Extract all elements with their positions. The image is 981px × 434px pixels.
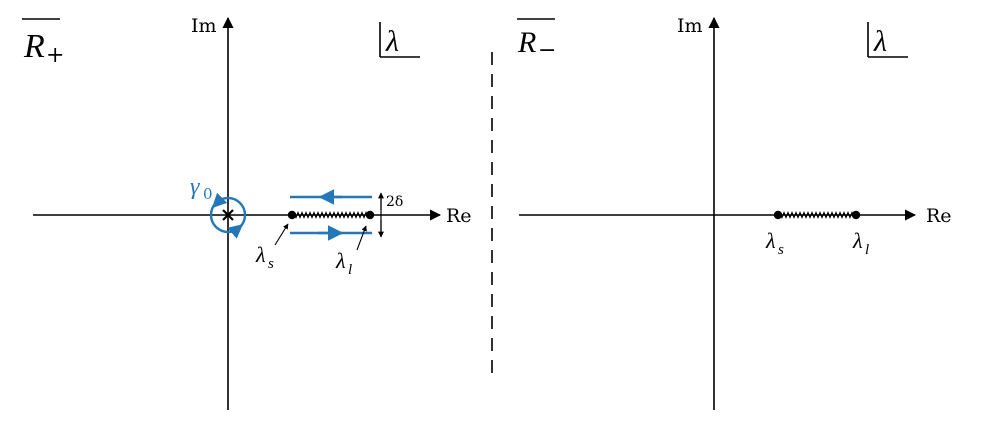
right-point-s — [773, 210, 783, 220]
contour-gamma0-subscript: 0 — [203, 185, 213, 203]
contour-gamma0-label: γ — [190, 174, 200, 200]
left-axis-re-label: Re — [446, 205, 472, 227]
right-plane-symbol: λ — [873, 25, 887, 58]
contour-gamma0 — [209, 192, 247, 239]
left-point-s — [287, 210, 297, 220]
left-plane-marker: λ — [379, 22, 420, 58]
left-label-lambda-s-sub: s — [268, 256, 274, 272]
right-branch-cut — [777, 211, 857, 219]
left-region-subscript: + — [46, 43, 64, 68]
left-label-lambda-s: λ — [255, 242, 266, 267]
right-label-lambda-l: λ — [852, 228, 863, 253]
left-region-label: R + — [22, 18, 64, 68]
left-axis-im-label: Im — [191, 15, 217, 37]
right-point-l — [851, 210, 861, 220]
left-panel: R + λ Re Im γ 0 — [22, 15, 472, 410]
left-plane-symbol: λ — [385, 25, 399, 58]
right-axis-im-label: Im — [677, 15, 703, 37]
left-region-letter: R — [23, 28, 45, 65]
right-panel: R − λ Re Im λ s λ l — [517, 15, 952, 410]
right-axis-re-label: Re — [926, 205, 952, 227]
right-region-subscript: − — [538, 38, 556, 63]
origin-cross-icon — [222, 209, 234, 221]
left-label-lambda-l: λ — [335, 248, 346, 273]
right-region-label: R − — [517, 18, 556, 63]
left-branch-cut — [291, 211, 371, 219]
left-label-lambda-l-sub: l — [348, 262, 352, 278]
left-pointer-l — [356, 225, 367, 251]
right-label-lambda-l-sub: l — [865, 242, 869, 258]
right-plane-marker: λ — [867, 22, 908, 58]
width-dimension-label: 2δ — [386, 194, 403, 210]
right-region-letter: R — [517, 26, 536, 59]
left-point-l — [365, 210, 375, 220]
right-label-lambda-s-sub: s — [778, 242, 784, 258]
right-label-lambda-s: λ — [765, 228, 776, 253]
left-pointer-s — [274, 223, 289, 246]
